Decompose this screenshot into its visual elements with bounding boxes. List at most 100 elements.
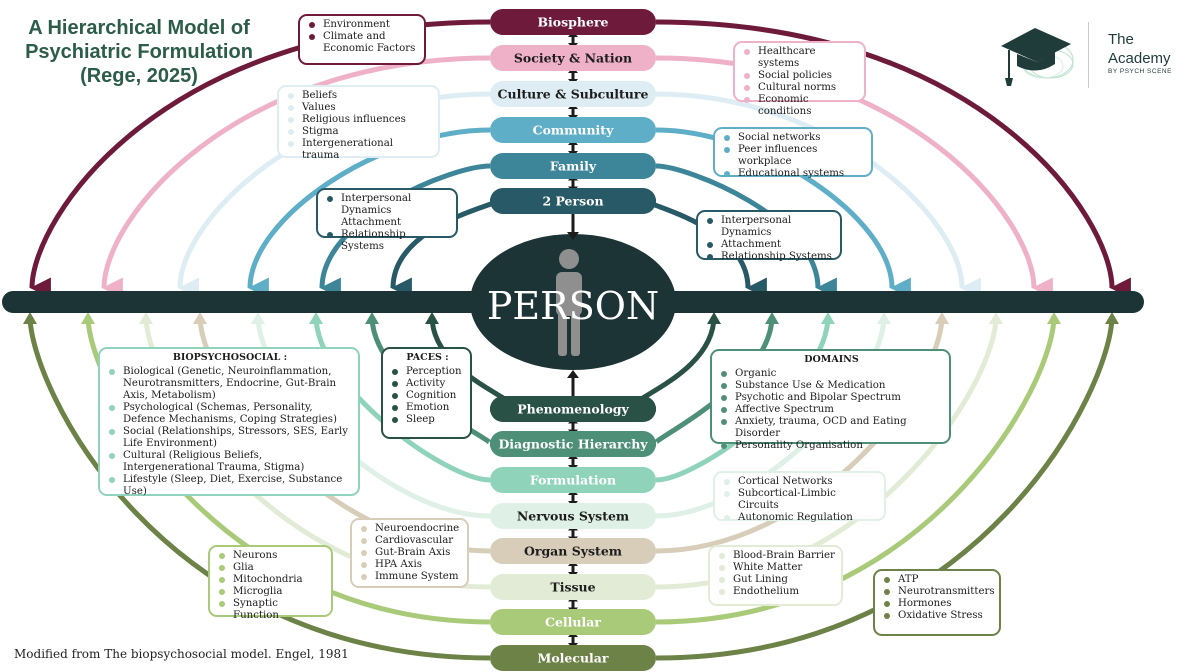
domains-item: Organic <box>720 368 943 380</box>
family-pill <box>490 153 656 179</box>
logo-divider <box>1088 22 1089 88</box>
biopsychosocial-item: Psychological (Schemas, Personality, Def… <box>108 402 352 426</box>
two-person-left-item: Interpersonal Dynamics Attachment <box>326 193 450 229</box>
nervous-item: Cortical Networks <box>723 476 878 488</box>
biopsychosocial-box: BIOPSYCHOSOCIAL :Biological (Genetic, Ne… <box>98 347 360 498</box>
biopsychosocial-header: BIOPSYCHOSOCIAL : <box>172 352 288 363</box>
tissue-level: Tissue <box>490 574 656 600</box>
two-person-right-item: Attachment <box>706 239 834 251</box>
cellular-level: Cellular <box>490 609 656 635</box>
tissue-item: White Matter <box>718 562 835 574</box>
nervous-system-pill <box>490 503 656 529</box>
logo-name-line-1: The <box>1108 31 1134 48</box>
paces-item: Sleep <box>391 414 464 426</box>
biopsychosocial-item: Lifestyle (Sleep, Diet, Exercise, Substa… <box>108 474 352 498</box>
domains-header: DOMAINS <box>804 354 859 365</box>
molecular-item: Oxidative Stress <box>883 610 993 622</box>
tissue-label: Tissue <box>550 580 595 595</box>
bottom-double-arrow-icon <box>568 453 578 471</box>
diagnostic-hierarchy-arrow-left <box>365 312 379 324</box>
two-person-right-item: Interpersonal Dynamics <box>706 215 834 239</box>
nervous-item: Autonomic Regulation <box>723 512 878 524</box>
bottom-double-arrow-icon <box>568 489 578 507</box>
person-label: PERSON <box>487 284 659 328</box>
culture-item: Values <box>287 102 432 114</box>
diagnostic-hierarchy-label: Diagnostic Hierarchy <box>498 437 648 452</box>
2-person-label: 2 Person <box>542 194 603 209</box>
nervous-system-arrow-right <box>877 312 891 324</box>
bottom-double-arrow-icon <box>568 631 578 649</box>
cellular-item: Synaptic Function <box>218 598 325 622</box>
phenomenology-arrow-left <box>425 312 439 324</box>
logo-name-line-2: Academy <box>1108 50 1171 67</box>
logo-tagline: BY PSYCH SCENE <box>1108 68 1172 75</box>
tissue-pill <box>490 574 656 600</box>
tissue-item: Endothelium <box>718 586 835 598</box>
nervous-system-level: Nervous System <box>490 503 656 529</box>
diagnostic-hierarchy-pill <box>490 431 656 457</box>
culture-item: Intergenerational trauma <box>287 138 432 162</box>
molecular-pill <box>490 645 656 671</box>
organ-item: HPA Axis <box>360 559 461 571</box>
cellular-arc-right <box>655 315 1057 625</box>
molecular-item: ATP <box>883 574 993 586</box>
culture-item: Religious influences <box>287 114 432 126</box>
2-person-pill <box>490 188 656 214</box>
formulation-arrow-right <box>821 312 835 324</box>
society-item: Cultural norms <box>743 82 858 94</box>
paces-item: Cognition <box>391 390 464 402</box>
cellular-label: Cellular <box>545 615 601 630</box>
molecular-label: Molecular <box>537 651 608 666</box>
cellular-item: Neurons <box>218 550 325 562</box>
paces-header: PACES : <box>406 352 449 363</box>
phenomenology-arrow <box>567 370 579 378</box>
two-person-right-item: Relationship Systems <box>706 251 834 263</box>
molecular-arrow-right <box>1105 312 1119 324</box>
citation-footer: Modified from The biopsychosocial model.… <box>14 647 349 661</box>
society-item: Healthcare systems <box>743 46 858 70</box>
culture-subculture-pill <box>490 81 656 107</box>
cellular-arrow-left <box>81 312 95 324</box>
molecular-item: Hormones <box>883 598 993 610</box>
cellular-arrow-right <box>1047 312 1061 324</box>
society-nation-pill <box>490 45 656 71</box>
organ-system-level: Organ System <box>490 538 656 564</box>
tissue-item: Blood-Brain Barrier <box>718 550 835 562</box>
molecular-level: Molecular <box>490 645 656 671</box>
organ-item: Gut-Brain Axis <box>360 547 461 559</box>
culture-item: Beliefs <box>287 90 432 102</box>
tissue-item: Gut Lining <box>718 574 835 586</box>
family-label: Family <box>550 159 597 174</box>
biosphere-label: Biosphere <box>537 15 608 30</box>
community-arc-right <box>655 127 911 299</box>
biosphere-item: Environment <box>308 19 418 31</box>
culture-subculture-arc-right <box>655 91 981 299</box>
person-silhouette-icon <box>556 249 582 356</box>
society-item: Economic conditions <box>743 94 858 118</box>
graduation-cap-icon <box>1001 28 1074 86</box>
domains-item: Psychotic and Bipolar Spectrum <box>720 392 943 404</box>
organ-system-arc-right <box>655 315 945 554</box>
organ-system-pill <box>490 538 656 564</box>
cellular-pill <box>490 609 656 635</box>
biosphere-pill <box>490 9 656 35</box>
2-person-level: 2 Person <box>490 188 656 214</box>
paces-item: Emotion <box>391 402 464 414</box>
top-double-arrow-icon <box>568 103 578 121</box>
diagnostic-hierarchy-arrow-right <box>765 312 779 324</box>
society-nation-arc-left <box>101 55 491 299</box>
top-double-arrow-icon <box>568 67 578 85</box>
molecular-item: Neurotransmitters <box>883 586 995 598</box>
culture-item: Stigma <box>287 126 432 138</box>
community-level: Community <box>490 117 656 143</box>
